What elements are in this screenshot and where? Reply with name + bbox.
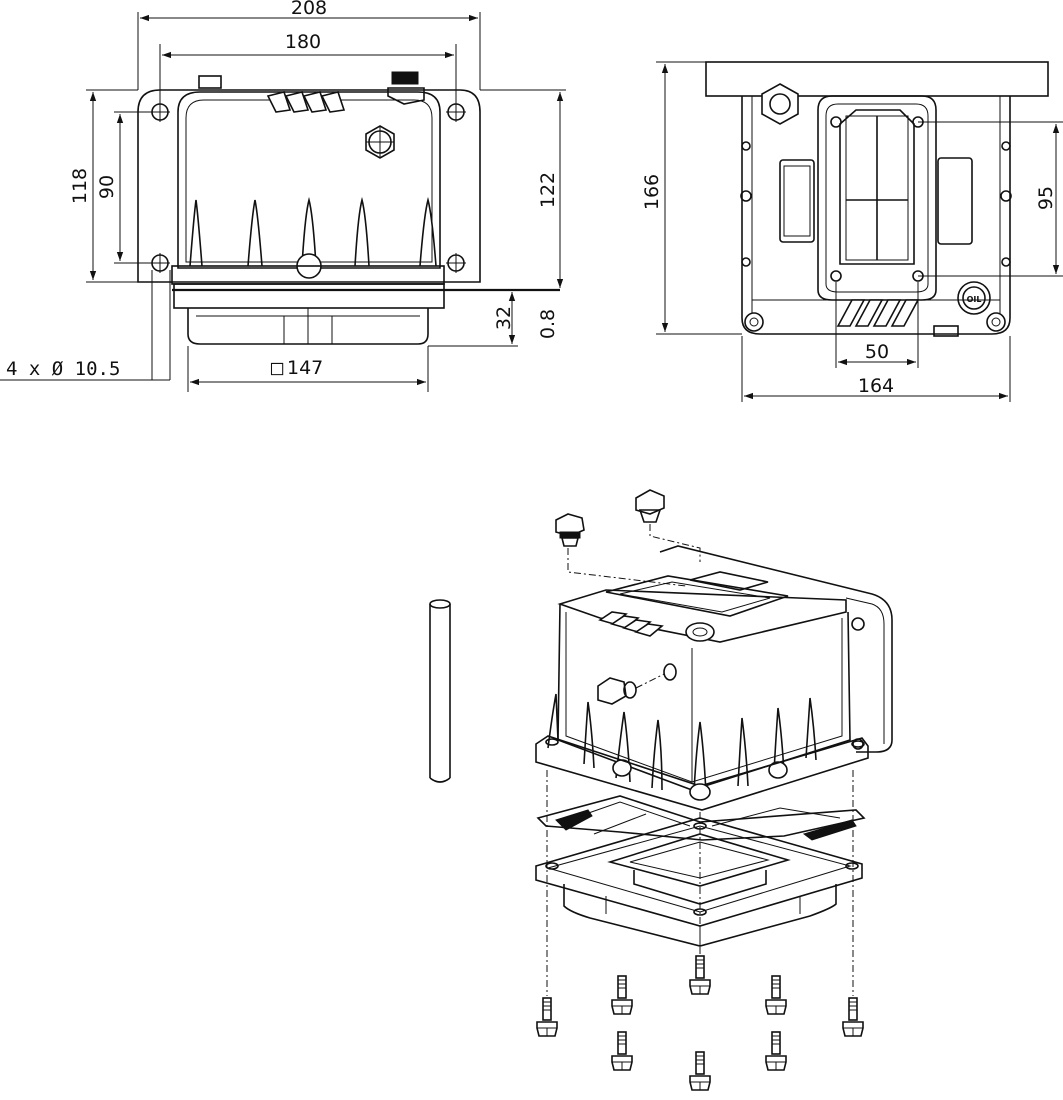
- dim-front-holes: 4 x Ø 10.5: [6, 358, 120, 380]
- oil-cap: OIL: [957, 281, 991, 315]
- side-dimensions: 166 95 50 164: [641, 61, 1063, 402]
- dim-front-square-size: 147: [287, 357, 323, 379]
- side-view: OIL: [705, 61, 1049, 337]
- dim-front-height-right: 122: [537, 172, 559, 208]
- bolt: [611, 1031, 633, 1071]
- dim-front-square-symbol: ◻: [269, 357, 285, 379]
- bolt: [689, 955, 711, 995]
- bolt: [842, 997, 864, 1037]
- side-bottom-louvres: [836, 299, 920, 327]
- exploded-view: [429, 489, 893, 1091]
- assembly-lines: [546, 770, 854, 996]
- bolt: [536, 997, 558, 1037]
- front-dimensions: 208 180 118 90 122 32 0.8 4 x Ø 10.5 ◻ 1…: [0, 0, 566, 392]
- front-top-louvres: [266, 91, 346, 113]
- bolt: [765, 1031, 787, 1071]
- dim-side-total-height: 166: [641, 174, 663, 210]
- dim-front-lower-depth: 32: [493, 306, 515, 330]
- dim-front-total-height: 118: [69, 168, 91, 204]
- alignment-pin: [429, 599, 451, 783]
- dim-side-inner-height: 95: [1035, 186, 1057, 210]
- bolt: [765, 975, 787, 1015]
- dim-side-total-width: 164: [858, 375, 894, 397]
- dim-front-gap: 0.8: [537, 309, 559, 339]
- oil-cap-label: OIL: [967, 295, 982, 304]
- exploded-top-plug-left: [555, 513, 585, 547]
- front-drain-plug: [365, 125, 395, 159]
- dim-front-hole-spacing: 180: [285, 31, 321, 53]
- bolt: [611, 975, 633, 1015]
- bolt: [689, 1051, 711, 1091]
- exploded-housing: [535, 545, 893, 811]
- exploded-bolts: [536, 955, 864, 1091]
- dim-side-port-width: 50: [865, 341, 889, 363]
- front-mounting-holes: [150, 102, 466, 273]
- dim-front-hole-height: 90: [96, 175, 118, 199]
- dim-front-total-width: 208: [291, 0, 327, 19]
- front-view: [137, 71, 560, 345]
- side-top-bolt: [761, 83, 799, 125]
- exploded-top-plug-right: [635, 489, 665, 523]
- exploded-gasket: [536, 795, 866, 841]
